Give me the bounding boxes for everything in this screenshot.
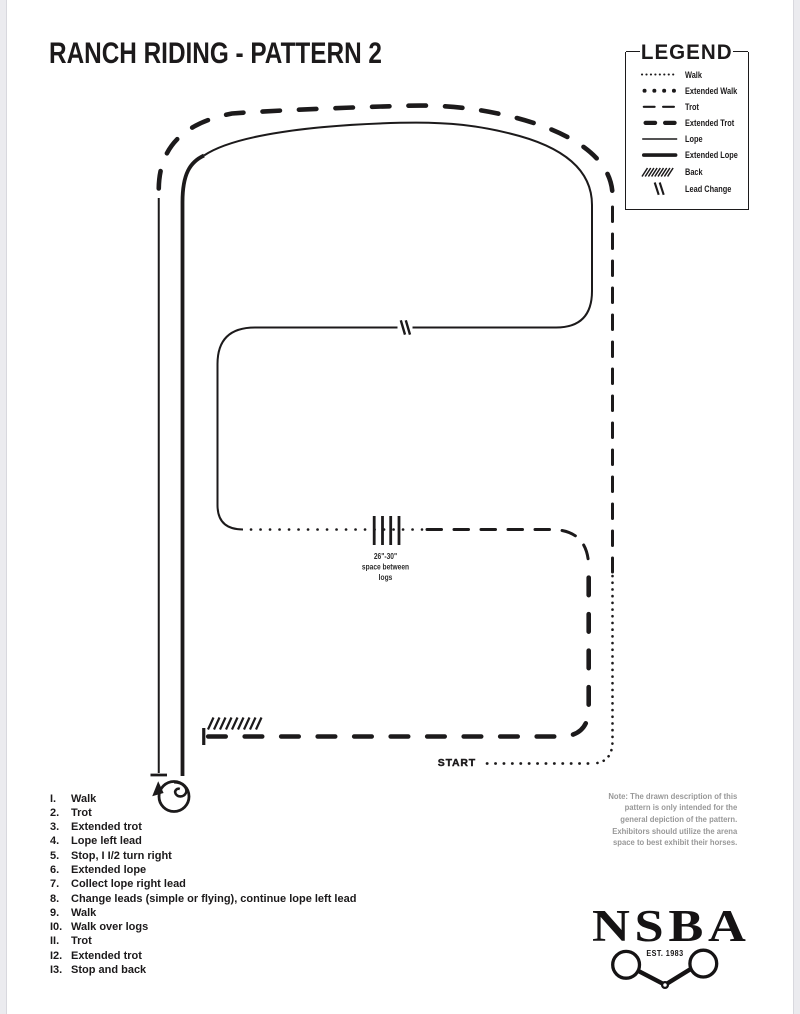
svg-text:space between: space between [362,562,410,572]
svg-text:START: START [438,757,476,769]
svg-text:26"-30": 26"-30" [374,551,398,561]
svg-text:logs: logs [379,572,393,582]
